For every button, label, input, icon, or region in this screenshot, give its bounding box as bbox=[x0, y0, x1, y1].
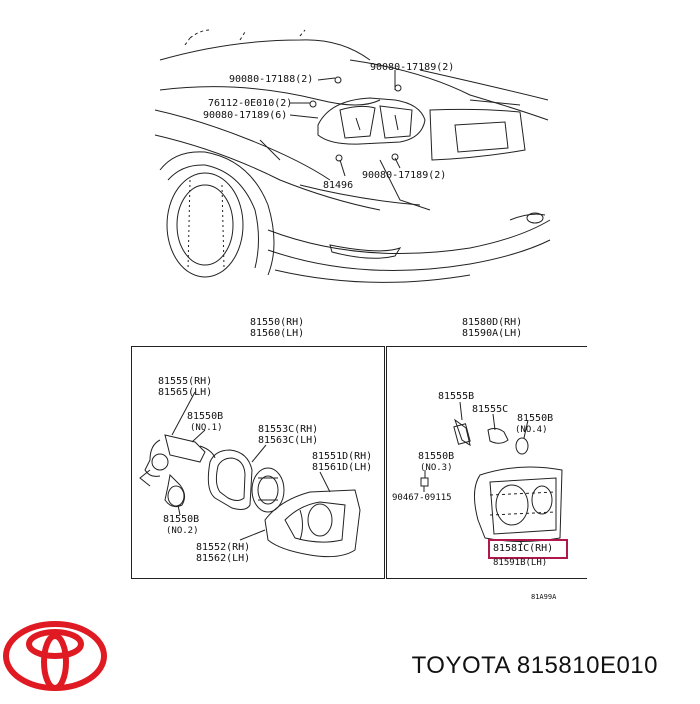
label-81496: 81496 bbox=[323, 180, 354, 191]
label-90080-17189-c: 90080-17189(2) bbox=[362, 170, 447, 181]
right-part-90467-09115: 90467-09115 bbox=[392, 493, 452, 503]
right-part-81555b: 81555B bbox=[438, 391, 475, 402]
right-part-81581c-highlighted: 81581C(RH) bbox=[493, 543, 554, 554]
toyota-logo-icon bbox=[0, 612, 110, 700]
left-part-81563c: 81563C(LH) bbox=[258, 435, 319, 446]
parts-diagram: 90080-17188(2) 90080-17189(2) 76112-0E01… bbox=[131, 29, 587, 601]
left-part-81550b-1: 81550B bbox=[187, 411, 224, 422]
right-header-rh: 81580D(RH) bbox=[462, 317, 523, 328]
part-number-caption: TOYOTA 815810E010 bbox=[411, 652, 658, 679]
label-90080-17189-a: 90080-17189(2) bbox=[370, 62, 455, 73]
left-part-81551d: 81551D(RH) bbox=[312, 451, 373, 462]
label-76112-0e010: 76112-0E010(2) bbox=[208, 98, 293, 109]
right-part-81591b: 81591B(LH) bbox=[493, 558, 548, 568]
left-header-rh: 81550(RH) bbox=[250, 317, 305, 328]
right-part-81555c: 81555C bbox=[472, 404, 509, 415]
diagram-corner-code: 81A99A bbox=[531, 593, 557, 601]
left-part-81550b-2-note: (NO.2) bbox=[166, 526, 199, 536]
left-part-81561d: 81561D(LH) bbox=[312, 462, 373, 473]
right-part-81550b-3: 81550B bbox=[418, 451, 455, 462]
left-part-81565: 81565(LH) bbox=[158, 387, 213, 398]
left-part-81553c: 81553C(RH) bbox=[258, 424, 319, 435]
left-part-81550b-2: 81550B bbox=[163, 514, 200, 525]
car-rear-drawing bbox=[154, 29, 551, 283]
right-part-81550b-4: 81550B bbox=[517, 413, 554, 424]
left-exploded-panel bbox=[131, 346, 385, 579]
diagram-line-art bbox=[139, 29, 563, 558]
left-part-81550b-1-note: (NO.1) bbox=[190, 423, 223, 433]
right-exploded-panel bbox=[386, 346, 587, 579]
left-header-lh: 81560(LH) bbox=[250, 328, 305, 339]
left-panel-drawing bbox=[139, 391, 361, 558]
left-part-81552: 81552(RH) bbox=[196, 542, 251, 553]
right-header-lh: 81590A(LH) bbox=[462, 328, 523, 339]
right-part-81550b-3-note: (NO.3) bbox=[420, 463, 453, 473]
left-part-81562: 81562(LH) bbox=[196, 553, 251, 564]
right-part-81550b-4-note: (NO.4) bbox=[515, 425, 548, 435]
label-90080-17189-b: 90080-17189(6) bbox=[203, 110, 288, 121]
right-panel-drawing bbox=[420, 401, 563, 546]
left-part-81555: 81555(RH) bbox=[158, 376, 213, 387]
label-90080-17188: 90080-17188(2) bbox=[229, 74, 314, 85]
highlighted-part-box[interactable] bbox=[488, 539, 568, 559]
